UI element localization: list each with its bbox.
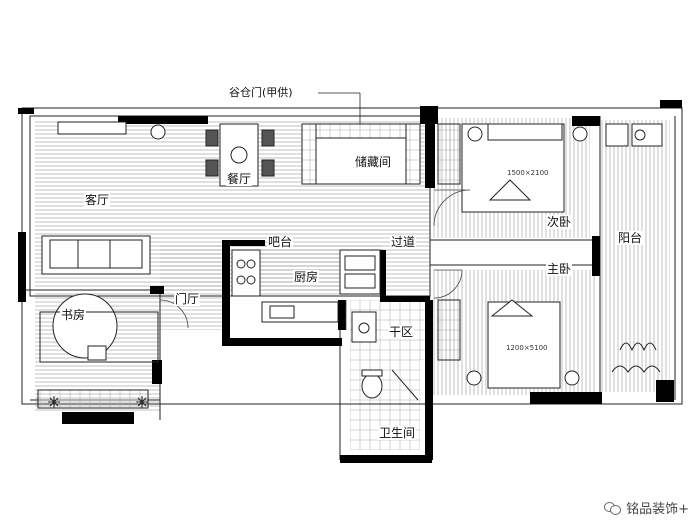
room-label-kitchen: 厨房 [293,270,320,284]
bed-size-second: 1500×2100 [507,169,549,177]
room-label-corridor: 过道 [390,235,417,249]
room-label-living: 客厅 [84,193,111,207]
room-label-dry-area: 干区 [388,325,415,339]
room-label-storage: 储藏间 [354,155,393,169]
room-label-bar: 吧台 [267,235,294,249]
watermark-text: 铭品装饰+ [626,502,689,517]
barn-door-callout: 谷仓门(甲供) [229,86,293,99]
kitchen-counter [231,249,381,323]
watermark: 铭品装饰+ [604,498,689,517]
thick-walls [18,100,682,463]
second-bedroom-bed [437,123,588,213]
door-swings [159,189,471,330]
bathroom-fixtures [351,311,419,401]
room-label-foyer: 门厅 [174,292,201,306]
room-label-study: 书房 [60,308,87,322]
room-label-balcony: 阳台 [617,231,644,245]
balcony-fixtures [605,123,663,373]
sofa [41,235,151,275]
master-bedroom-bed [437,299,580,389]
room-label-second-bedroom: 次卧 [546,215,573,229]
room-label-bathroom: 卫生间 [378,426,417,440]
tv-cabinet [57,121,166,140]
room-label-master-bedroom: 主卧 [546,262,573,276]
room-label-dining: 餐厅 [226,172,253,186]
storage-shelves [301,123,421,185]
bed-size-master: 1200×5100 [506,344,548,352]
callout-leader [318,92,361,124]
wechat-icon [604,501,622,515]
plant-icons [48,396,148,408]
